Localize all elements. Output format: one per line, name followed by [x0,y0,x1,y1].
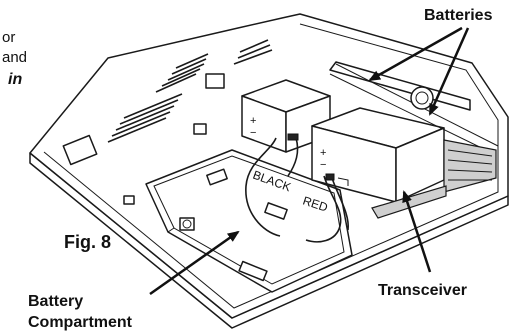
vent-slots [107,39,273,143]
label-battery-compartment-line2: Compartment [28,314,133,331]
intro-text-line1: or [2,29,15,46]
battery-left: + − [241,79,331,153]
battery-right-plus: + [320,147,326,159]
arrow-batteries-right [428,27,470,116]
intro-text-line3: in [8,71,22,88]
battery-wires [245,133,349,243]
compartment-slot [264,202,288,220]
label-transceiver: Transceiver [378,282,467,299]
hinge [238,260,268,282]
battery-compartment [145,149,353,293]
battery-right-minus: − [320,159,326,171]
label-batteries: Batteries [424,7,493,24]
arrow-transceiver [402,190,432,273]
knob [410,86,434,110]
intro-text-line2: and [2,49,27,66]
latch-block [205,73,225,89]
arrow-battery-compartment [149,230,240,296]
compartment-tab [206,168,228,186]
label-plate [62,134,98,166]
clip [193,123,207,135]
label-battery-compartment-line1: Battery [28,293,83,310]
battery-right: + − [311,107,445,203]
label-fig: Fig. 8 [64,232,111,252]
foot-pad [123,195,135,205]
mount-screw [179,217,195,231]
arrow-batteries-left [368,26,463,82]
battery-left-plus: + [250,115,256,127]
battery-left-minus: − [250,127,256,139]
